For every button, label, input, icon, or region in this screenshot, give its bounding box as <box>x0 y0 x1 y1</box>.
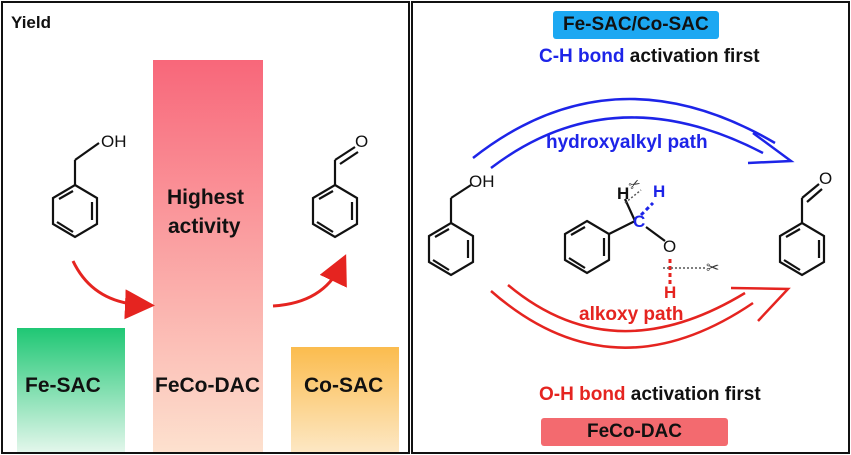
top-activation-suffix: activation first <box>624 46 760 67</box>
label-fe-sac: Fe-SAC <box>25 374 101 397</box>
highlight-line1: Highest <box>167 186 245 209</box>
bottom-activation-suffix: activation first <box>625 384 761 405</box>
yield-label: Yield <box>11 13 51 32</box>
red-arrow-right <box>272 254 347 308</box>
atom-h-right: H <box>653 182 666 201</box>
label-feco-dac: FeCo-DAC <box>155 374 260 397</box>
carbonyl-label: O <box>355 132 369 151</box>
bottom-catalyst-badge: FeCo-DAC <box>541 418 728 446</box>
bar-fe-sac <box>17 328 125 452</box>
alkoxy-path-label: alkoxy path <box>579 304 684 325</box>
reactant-structure <box>427 184 475 277</box>
alkoxy-path-arrow <box>490 284 791 349</box>
red-arrow-left <box>71 260 155 320</box>
hydroxyalkyl-path-label: hydroxyalkyl path <box>546 132 708 153</box>
left-panel: Yield OH O Highest activity Fe-SAC FeCo-… <box>1 1 410 454</box>
benzaldehyde-structure <box>311 146 359 239</box>
top-catalyst-badge: Fe-SAC/Co-SAC <box>553 11 719 39</box>
reactant-hydroxyl-label: OH <box>469 172 495 191</box>
top-activation-text: C-H bond activation first <box>539 46 760 68</box>
right-panel: Fe-SAC/Co-SAC C-H bond activation first … <box>411 1 850 454</box>
atom-h-left: H <box>617 184 630 203</box>
atom-o: O <box>663 237 677 256</box>
bar-co-sac <box>291 347 399 452</box>
label-co-sac: Co-SAC <box>304 374 384 397</box>
atom-c: C <box>633 212 646 231</box>
bottom-bond-label: O-H bond <box>539 384 626 405</box>
product-carbonyl-label: O <box>819 169 833 188</box>
ch-breaking-bond <box>639 201 655 217</box>
product-structure <box>778 183 826 277</box>
left-panel-graphics <box>17 60 399 452</box>
transition-state-structure <box>563 198 666 275</box>
hydroxyl-label: OH <box>101 132 127 151</box>
top-bond-label: C-H bond <box>539 46 625 67</box>
benzyl-alcohol-structure <box>51 142 100 239</box>
cut-line-top <box>624 189 642 204</box>
bottom-activation-text: O-H bond activation first <box>539 384 761 406</box>
highlight-line2: activity <box>168 215 241 238</box>
scissors-icon-bottom: ✂ <box>706 260 720 277</box>
bar-feco-dac <box>153 60 263 452</box>
hydroxyalkyl-path-arrow <box>472 97 795 169</box>
right-panel-graphics <box>427 97 826 349</box>
atom-h-bottom: H <box>664 283 677 302</box>
